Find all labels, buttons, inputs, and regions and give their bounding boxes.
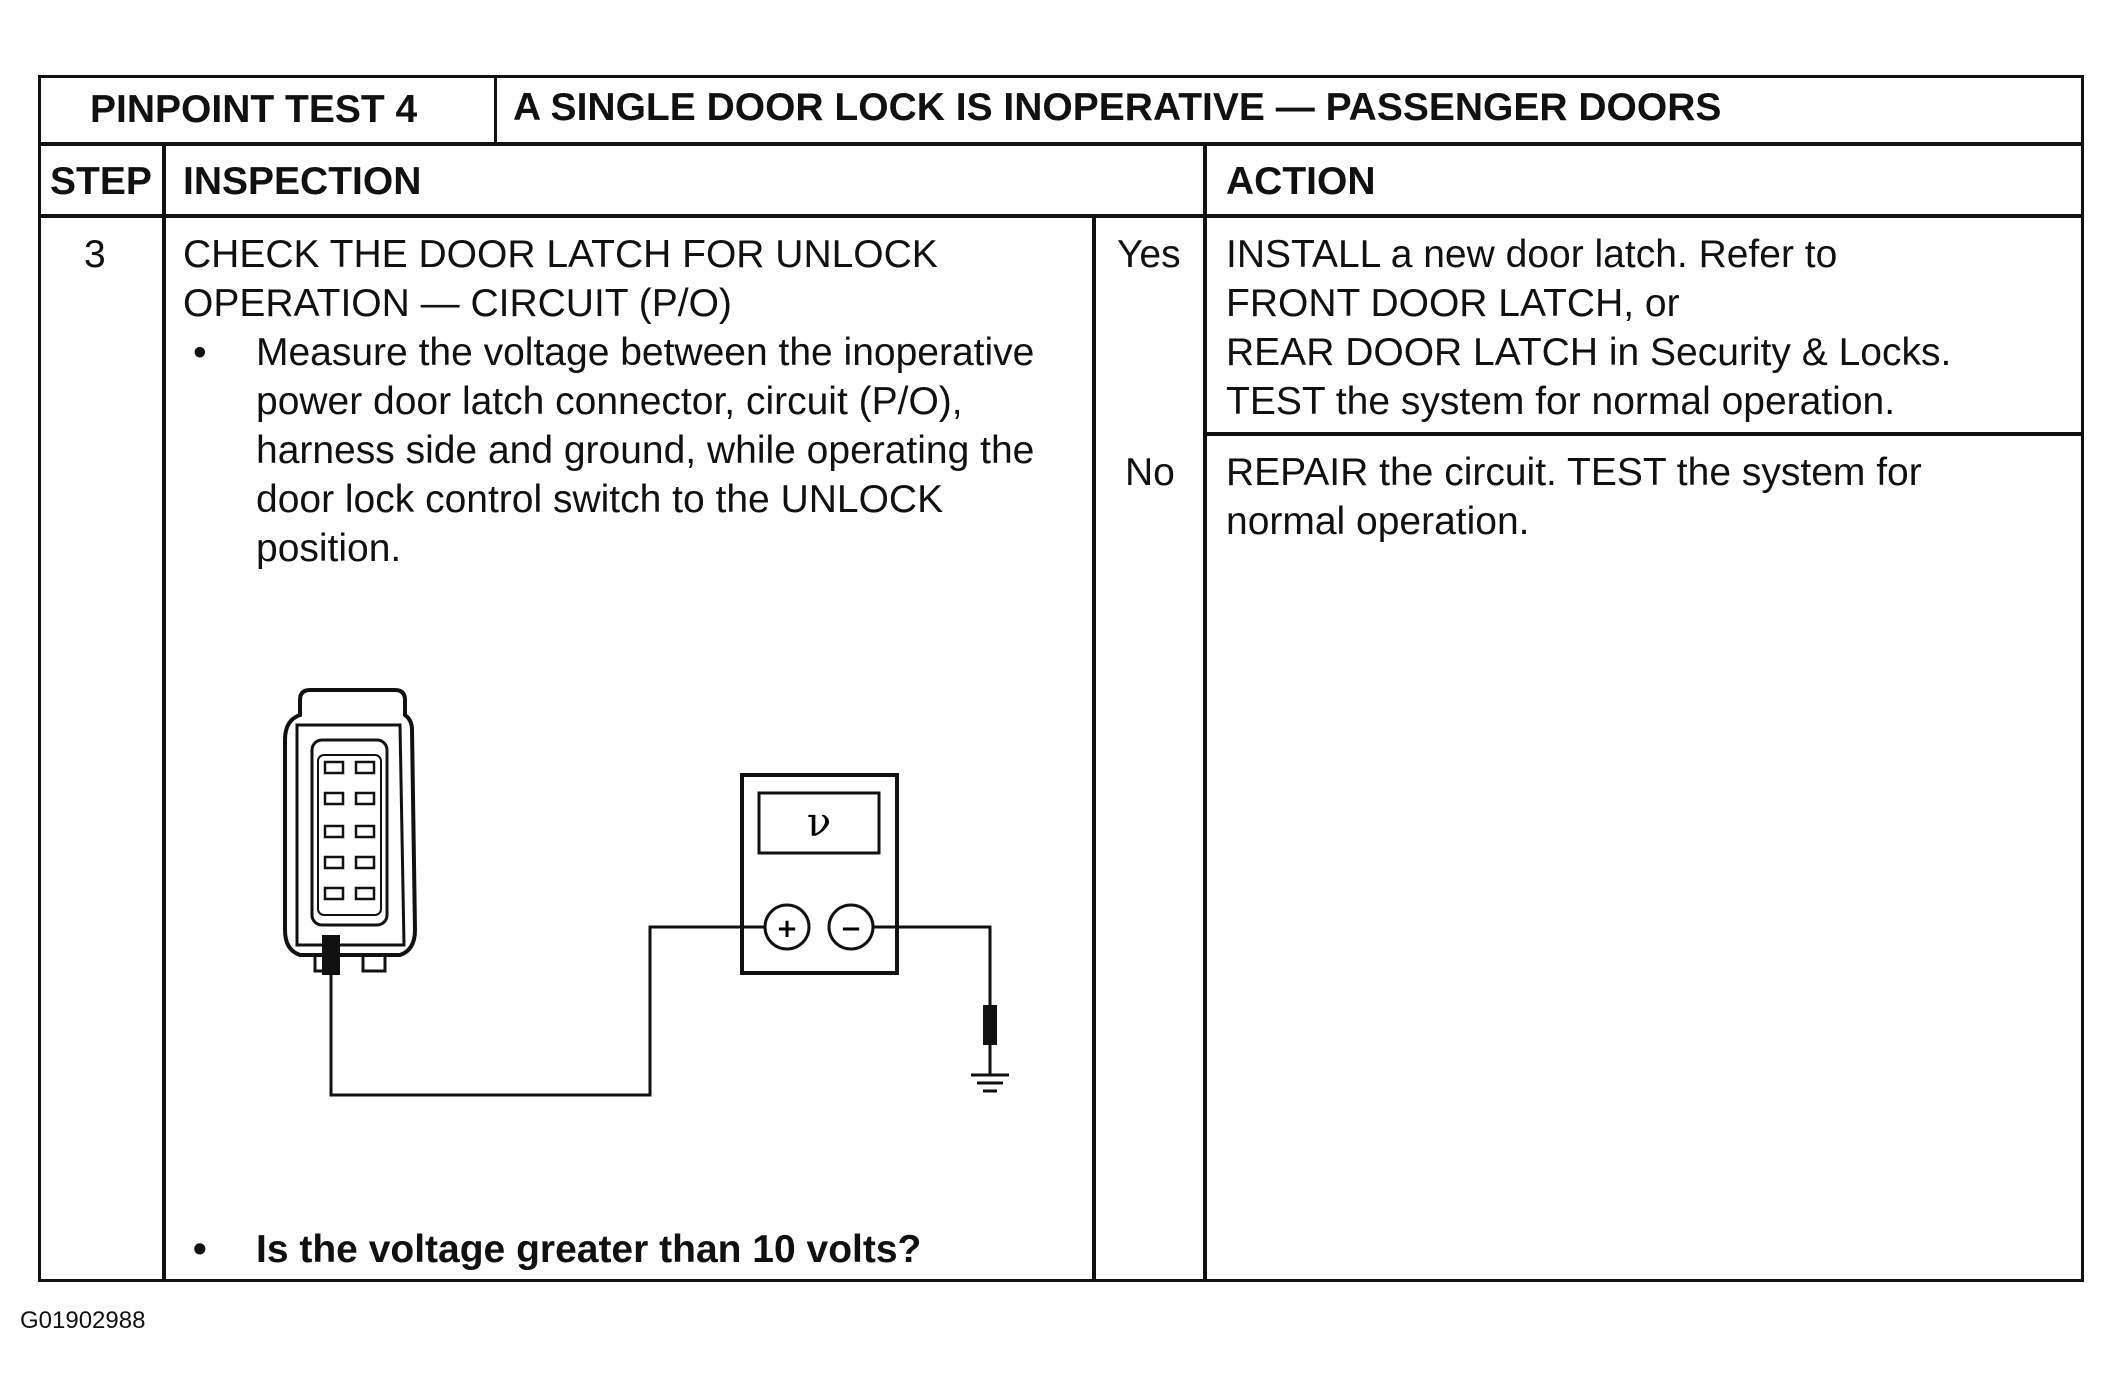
instruction-bullet: • Measure the voltage between the inoper… <box>183 328 1083 573</box>
test-number-label: PINPOINT TEST 4 <box>90 88 418 131</box>
negative-terminal <box>827 903 875 951</box>
yes-action-line: TEST the system for normal operation. <box>1226 380 1896 423</box>
positive-terminal <box>763 903 811 951</box>
inspection-title-line-2: OPERATION — CIRCUIT (P/O) <box>183 282 732 325</box>
inspection-column-header: INSPECTION <box>183 160 422 203</box>
figure-id: G01902988 <box>20 1307 146 1334</box>
connector-icon <box>283 688 418 973</box>
plus-sign: + <box>776 914 798 944</box>
inspection-title-line-1: CHECK THE DOOR LATCH FOR UNLOCK <box>183 233 938 276</box>
answer-yes-label: Yes <box>1117 233 1181 276</box>
meter-symbol: ν <box>807 800 831 846</box>
no-action-line: normal operation. <box>1226 500 1530 543</box>
action-column-header: ACTION <box>1226 160 1376 203</box>
answer-no-label: No <box>1125 451 1175 494</box>
no-action-line: REPAIR the circuit. TEST the system for <box>1226 451 1922 494</box>
minus-sign: − <box>840 914 862 944</box>
yes-action-line: INSTALL a new door latch. Refer to <box>1226 233 1838 276</box>
yes-action-line: REAR DOOR LATCH in Security & Locks. <box>1226 331 1952 374</box>
bullet-glyph: • <box>193 331 207 374</box>
question-bullet: • Is the voltage greater than 10 volts? <box>183 1225 1083 1274</box>
question-bullet-glyph: • <box>193 1228 207 1271</box>
instruction-text: Measure the voltage between the inoperat… <box>256 331 1035 570</box>
yes-action-line: FRONT DOOR LATCH, or <box>1226 282 1680 325</box>
inspection-text: CHECK THE DOOR LATCH FOR UNLOCK OPERATIO… <box>183 230 1083 573</box>
step-number: 3 <box>84 233 106 276</box>
step-column-header: STEP <box>50 160 152 203</box>
question-text: Is the voltage greater than 10 volts? <box>256 1228 922 1271</box>
yes-action: INSTALL a new door latch. Refer to FRONT… <box>1226 230 2076 426</box>
no-action: REPAIR the circuit. TEST the system for … <box>1226 448 2076 546</box>
test-title: A SINGLE DOOR LOCK IS INOPERATIVE — PASS… <box>513 86 1722 129</box>
ground-icon <box>971 1005 1009 1093</box>
test-leads <box>329 925 992 1097</box>
voltmeter-icon: ν + − <box>740 773 899 975</box>
